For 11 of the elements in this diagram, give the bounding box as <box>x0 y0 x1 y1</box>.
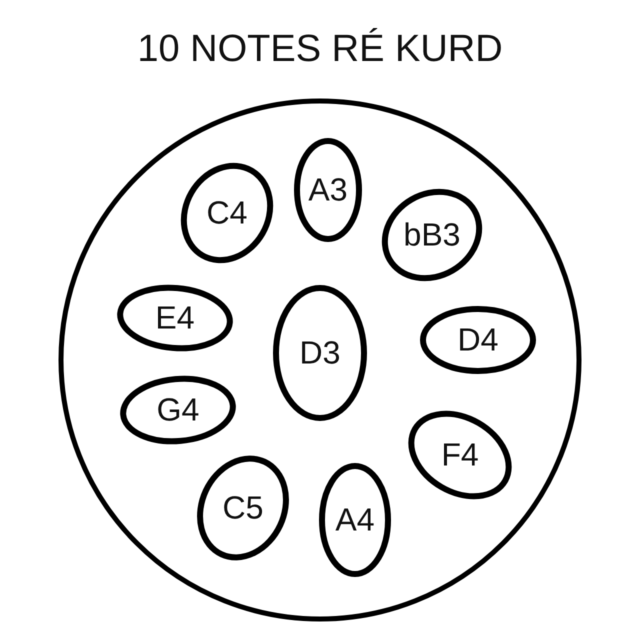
note-label: D3 <box>300 334 340 372</box>
title: 10 NOTES RÉ KURD <box>136 28 504 71</box>
note-label: F4 <box>441 436 479 474</box>
note-label: A4 <box>335 502 375 538</box>
note-label: C5 <box>222 490 264 526</box>
note-label: A3 <box>308 172 348 208</box>
note-label: C4 <box>206 194 248 232</box>
note-label: bB3 <box>404 216 460 254</box>
note-label: D4 <box>458 322 498 358</box>
note-label: E4 <box>155 300 195 336</box>
note-label: G4 <box>156 392 200 428</box>
